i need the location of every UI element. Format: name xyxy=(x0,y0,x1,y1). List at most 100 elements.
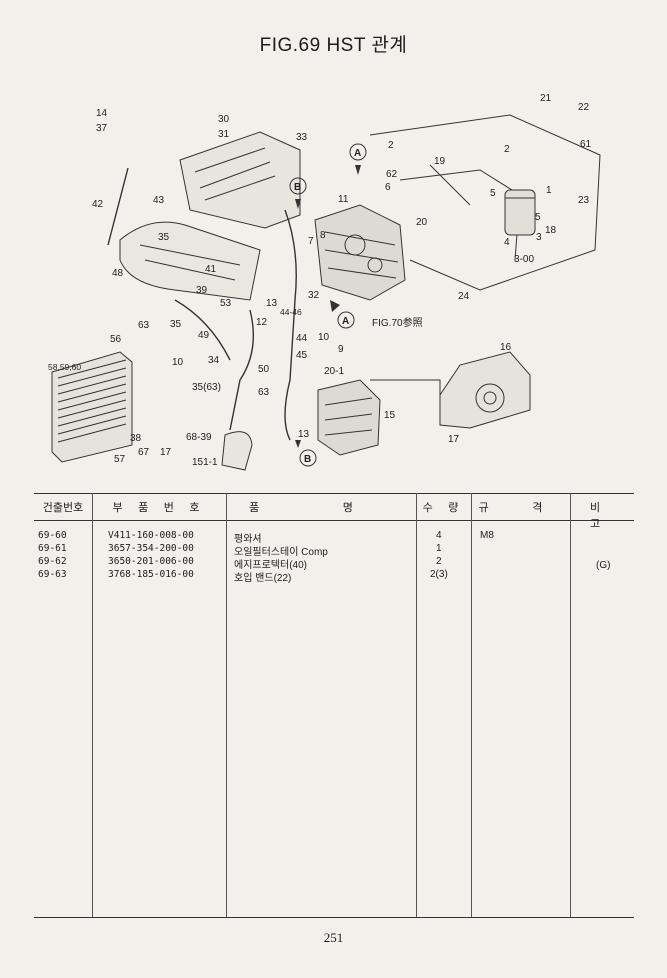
label-23: 23 xyxy=(578,195,590,206)
header-part-no: 부 품 번 호 xyxy=(112,501,206,514)
label-9: 9 xyxy=(338,344,344,355)
label-33: 33 xyxy=(296,132,308,143)
label-11: 11 xyxy=(338,194,349,205)
header-qty: 수 량 xyxy=(422,501,465,514)
oil-filter-drawing xyxy=(504,189,536,236)
label-13-a: 13 xyxy=(266,298,278,309)
label-17-b: 17 xyxy=(448,434,460,445)
label-34: 34 xyxy=(208,355,220,366)
col-divider xyxy=(92,493,93,917)
row-3-name: 에지프로텍터(40) xyxy=(234,560,307,571)
label-35-63: 35(63) xyxy=(192,382,221,393)
parts-table: 건출번호 부 품 번 호 품 명 수 량 규 격 비 고 69-60 V411-… xyxy=(34,493,634,917)
label-5-b: 5 xyxy=(535,212,541,223)
row-4-part-no: 3768-185-016-00 xyxy=(108,569,194,580)
label-20: 20 xyxy=(416,217,428,228)
row-1-qty: 4 xyxy=(436,530,442,541)
table-rule-bottom xyxy=(34,917,634,918)
label-3: 3 xyxy=(536,232,542,243)
callout-b-top: B xyxy=(294,182,301,193)
figure-title: FIG.69 HST 관계 xyxy=(259,35,408,56)
label-62: 62 xyxy=(386,169,398,180)
label-50: 50 xyxy=(258,364,270,375)
callout-a-top: A xyxy=(354,148,361,159)
label-57: 57 xyxy=(114,454,126,465)
label-16: 16 xyxy=(500,342,512,353)
label-56: 56 xyxy=(110,334,122,345)
hst-unit-drawing xyxy=(314,204,406,301)
exploded-parts-diagram: A B A B 14 37 30 31 33 42 43 35 41 48 39… xyxy=(48,93,601,471)
label-35-a: 35 xyxy=(158,232,170,243)
table-rule-top xyxy=(34,493,634,494)
label-31: 31 xyxy=(218,129,230,140)
label-30: 30 xyxy=(218,114,230,125)
callout-b-bottom: B xyxy=(304,454,311,465)
col-divider xyxy=(570,493,571,917)
row-3-qty: 2 xyxy=(436,556,442,567)
figure-reference: FIG.70参照 xyxy=(372,316,423,329)
row-1-no: 69-60 xyxy=(38,530,67,541)
label-7: 7 xyxy=(308,236,314,247)
row-1-part-no: V411-160-008-00 xyxy=(108,530,194,541)
label-15: 15 xyxy=(384,410,396,421)
label-1: 1 xyxy=(546,185,552,196)
label-13-b: 13 xyxy=(298,429,310,440)
col-divider xyxy=(226,493,227,917)
row-4-qty: 2(3) xyxy=(430,569,448,580)
label-2-b: 2 xyxy=(504,144,510,155)
callout-letters: A B A B xyxy=(294,148,361,465)
label-41: 41 xyxy=(205,264,217,275)
row-3-note: (G) xyxy=(596,560,611,571)
label-20-1: 20-1 xyxy=(324,366,344,377)
label-3-00: 3-00 xyxy=(514,254,534,265)
label-2-a: 2 xyxy=(388,140,394,151)
hose-lines xyxy=(107,167,297,441)
row-2-qty: 1 xyxy=(436,543,442,554)
row-1-name: 평와셔 xyxy=(234,534,262,545)
label-58-59-60: 58,59,60 xyxy=(48,362,81,372)
row-2-no: 69-61 xyxy=(38,543,67,554)
label-35-b: 35 xyxy=(170,319,182,330)
label-19: 19 xyxy=(434,156,446,167)
row-2-name: 오일필터스테이 Comp xyxy=(234,547,328,558)
label-32: 32 xyxy=(308,290,320,301)
label-43: 43 xyxy=(153,195,165,206)
label-8: 8 xyxy=(320,230,326,241)
row-1-spec: M8 xyxy=(480,530,494,541)
label-67: 67 xyxy=(138,447,150,458)
label-44: 44 xyxy=(296,333,308,344)
label-61: 61 xyxy=(580,139,592,150)
clamp-drawing xyxy=(221,431,253,471)
label-53: 53 xyxy=(220,298,232,309)
label-42: 42 xyxy=(92,199,104,210)
row-3-part-no: 3650-201-006-00 xyxy=(108,556,194,567)
col-divider xyxy=(416,493,417,917)
row-2-part-no: 3657-354-200-00 xyxy=(108,543,194,554)
header-no: 건출번호 xyxy=(42,501,84,514)
callout-a-mid: A xyxy=(342,316,349,327)
frame-rails xyxy=(369,114,601,291)
header-spec: 규 격 xyxy=(478,501,563,514)
label-21: 21 xyxy=(540,93,552,104)
label-10-b: 10 xyxy=(318,332,330,343)
label-18: 18 xyxy=(545,225,557,236)
label-10-a: 10 xyxy=(172,357,184,368)
row-3-no: 69-62 xyxy=(38,556,67,567)
label-38: 38 xyxy=(130,433,142,444)
label-24: 24 xyxy=(458,291,470,302)
header-note: 비 고 xyxy=(589,501,615,530)
pump-drawing xyxy=(317,379,381,456)
engine-block-drawing xyxy=(119,131,301,301)
label-4: 4 xyxy=(504,237,510,248)
label-63-a: 63 xyxy=(138,320,150,331)
label-63-b: 63 xyxy=(258,387,270,398)
table-rule-header xyxy=(34,520,634,521)
label-151-1: 151-1 xyxy=(192,457,218,468)
label-14: 14 xyxy=(96,108,108,119)
label-17-a: 17 xyxy=(160,447,172,458)
row-4-no: 69-63 xyxy=(38,569,67,580)
fan-shroud-drawing xyxy=(370,351,531,429)
label-68-39: 68-39 xyxy=(186,432,212,443)
label-6: 6 xyxy=(385,182,391,193)
